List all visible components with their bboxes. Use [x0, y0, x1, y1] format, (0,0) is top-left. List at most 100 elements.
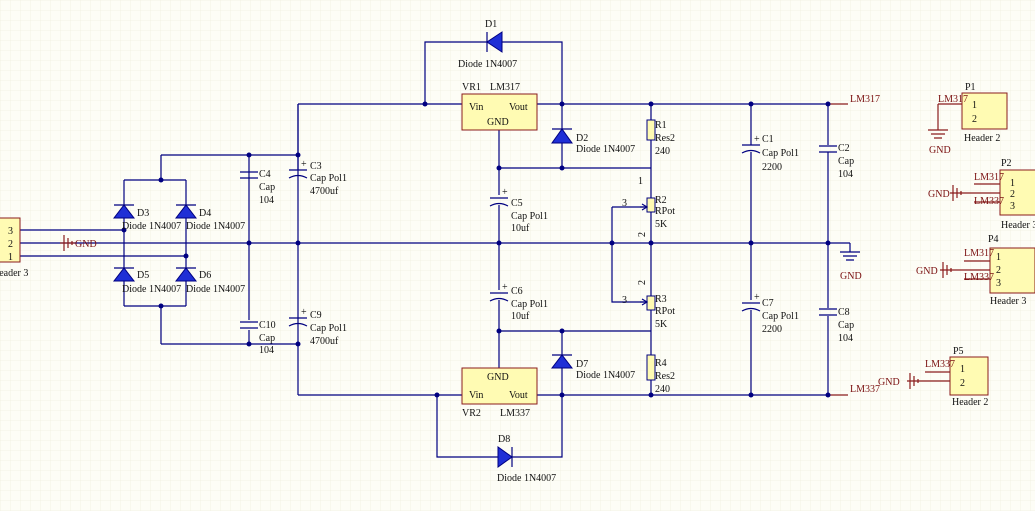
- d4-value: Diode 1N4007: [186, 221, 245, 232]
- capacitor-C1[interactable]: + C1 Cap Pol1 2200: [741, 134, 799, 173]
- p2-ref: P2: [1001, 158, 1012, 169]
- c10-ref: C10: [259, 320, 276, 331]
- d2-value: Diode 1N4007: [576, 144, 635, 155]
- header-P1[interactable]: P1 1 2 Header 2 LM317 GND: [928, 82, 1008, 156]
- vr1-vout: Vout: [509, 102, 528, 113]
- c3-type: Cap Pol1: [310, 173, 347, 184]
- c5-type: Cap Pol1: [511, 211, 548, 222]
- diode-D3[interactable]: D3 Diode 1N4007: [112, 204, 181, 232]
- r2-type: RPot: [655, 206, 675, 217]
- diode-D2[interactable]: D2 Diode 1N4007: [551, 128, 635, 155]
- p1-net-lm317: LM317: [938, 94, 968, 105]
- c7-plus: +: [754, 292, 760, 303]
- vr1-part: LM317: [490, 82, 520, 93]
- capacitor-C9[interactable]: + C9 Cap Pol1 4700uf: [288, 307, 347, 347]
- p2-net-lm337: LM337: [974, 196, 1004, 207]
- d5-ref: D5: [137, 270, 149, 281]
- r3-type: RPot: [655, 306, 675, 317]
- input-header-type: Header 3: [0, 268, 28, 279]
- p4-net-lm317: LM317: [964, 248, 994, 259]
- gnd-main-label: GND: [840, 271, 862, 282]
- vr2-gnd: GND: [487, 372, 509, 383]
- r3-ref: R3: [655, 294, 667, 305]
- p1-type: Header 2: [964, 133, 1000, 144]
- p2-type: Header 3: [1001, 220, 1035, 231]
- capacitor-C6[interactable]: + C6 Cap Pol1 10uf: [489, 282, 548, 322]
- p2-net-lm317: LM317: [974, 172, 1004, 183]
- p1-gnd-label: GND: [929, 145, 951, 156]
- c7-ref: C7: [762, 298, 774, 309]
- r3-value: 5K: [655, 319, 668, 330]
- capacitor-C3[interactable]: + C3 Cap Pol1 4700uf: [288, 159, 347, 197]
- p2-pin-1: 1: [1010, 178, 1015, 189]
- diode-D4[interactable]: D4 Diode 1N4007: [174, 204, 245, 232]
- p1-pin-2: 2: [972, 114, 977, 125]
- diode-D8[interactable]: D8 Diode 1N4007: [497, 434, 556, 484]
- p5-type: Header 2: [952, 397, 988, 408]
- resistor-R4[interactable]: R4 Res2 240: [646, 354, 675, 395]
- diode-D7[interactable]: D7 Diode 1N4007: [550, 354, 635, 381]
- header-input[interactable]: 3 2 1 Header 3: [0, 217, 28, 279]
- capacitor-C7[interactable]: + C7 Cap Pol1 2200: [741, 292, 799, 335]
- p4-pin-2: 2: [996, 265, 1001, 276]
- regulator-VR2[interactable]: GND Vin Vout VR2 LM337: [461, 367, 538, 419]
- r2-value: 5K: [655, 219, 668, 230]
- p2-pin-2: 2: [1010, 189, 1015, 200]
- r3-pin3: 3: [622, 295, 627, 306]
- d8-value: Diode 1N4007: [497, 473, 556, 484]
- input-pin-2: 2: [8, 239, 13, 250]
- c4-type: Cap: [259, 182, 275, 193]
- r4-ref: R4: [655, 358, 667, 369]
- capacitor-C4[interactable]: C4 Cap 104: [240, 169, 275, 206]
- d1-ref: D1: [485, 19, 497, 30]
- ground-input-icon: GND: [63, 235, 97, 251]
- c1-ref: C1: [762, 134, 774, 145]
- c7-value: 2200: [762, 324, 782, 335]
- capacitor-C8[interactable]: C8 Cap 104: [819, 307, 854, 344]
- gnd-input-label: GND: [75, 239, 97, 250]
- c9-value: 4700uf: [310, 336, 339, 347]
- capacitor-C2[interactable]: C2 Cap 104: [819, 143, 854, 180]
- p4-pin-1: 1: [996, 252, 1001, 263]
- c5-ref: C5: [511, 198, 523, 209]
- d5-value: Diode 1N4007: [122, 284, 181, 295]
- input-pin-1: 1: [8, 252, 13, 263]
- c6-plus: +: [502, 282, 508, 293]
- d6-value: Diode 1N4007: [186, 284, 245, 295]
- p5-pin-2: 2: [960, 378, 965, 389]
- capacitor-C5[interactable]: + C5 Cap Pol1 10uf: [489, 187, 548, 234]
- d1-value: Diode 1N4007: [458, 59, 517, 70]
- header-P5[interactable]: P5 1 2 Header 2 LM337 GND: [878, 346, 989, 408]
- c2-value: 104: [838, 169, 853, 180]
- regulator-VR1[interactable]: VR1 LM317 Vin Vout GND: [461, 82, 538, 131]
- c3-ref: C3: [310, 161, 322, 172]
- diode-D5[interactable]: D5 Diode 1N4007: [112, 267, 181, 295]
- header-P2[interactable]: P2 1 2 3 Header 3 LM317 LM337 GND: [928, 158, 1035, 231]
- p4-pin-3: 3: [996, 278, 1001, 289]
- r4-type: Res2: [655, 371, 675, 382]
- c5-plus: +: [502, 187, 508, 198]
- r1-ref: R1: [655, 120, 667, 131]
- r1-type: Res2: [655, 133, 675, 144]
- resistor-R1[interactable]: R1 Res2 240: [646, 119, 675, 157]
- c2-ref: C2: [838, 143, 850, 154]
- capacitor-C10[interactable]: C10 Cap 104: [240, 320, 276, 356]
- d2-ref: D2: [576, 133, 588, 144]
- c6-value: 10uf: [511, 311, 530, 322]
- c6-ref: C6: [511, 286, 523, 297]
- c6-type: Cap Pol1: [511, 299, 548, 310]
- p4-gnd-label: GND: [916, 266, 938, 277]
- c8-type: Cap: [838, 320, 854, 331]
- diode-D1[interactable]: D1 Diode 1N4007: [458, 19, 517, 70]
- vr1-vin: Vin: [469, 102, 483, 113]
- potentiometer-R2[interactable]: R2 RPot 5K 1 3 2: [622, 176, 675, 237]
- d6-ref: D6: [199, 270, 211, 281]
- header-P4[interactable]: P4 1 2 3 Header 3 LM317 LM337 GND: [916, 234, 1035, 307]
- c9-type: Cap Pol1: [310, 323, 347, 334]
- c1-type: Cap Pol1: [762, 148, 799, 159]
- p2-gnd-label: GND: [928, 189, 950, 200]
- potentiometer-R3[interactable]: R3 RPot 5K 3 2: [622, 280, 675, 330]
- diode-D6[interactable]: D6 Diode 1N4007: [174, 267, 245, 295]
- c1-plus: +: [754, 134, 760, 145]
